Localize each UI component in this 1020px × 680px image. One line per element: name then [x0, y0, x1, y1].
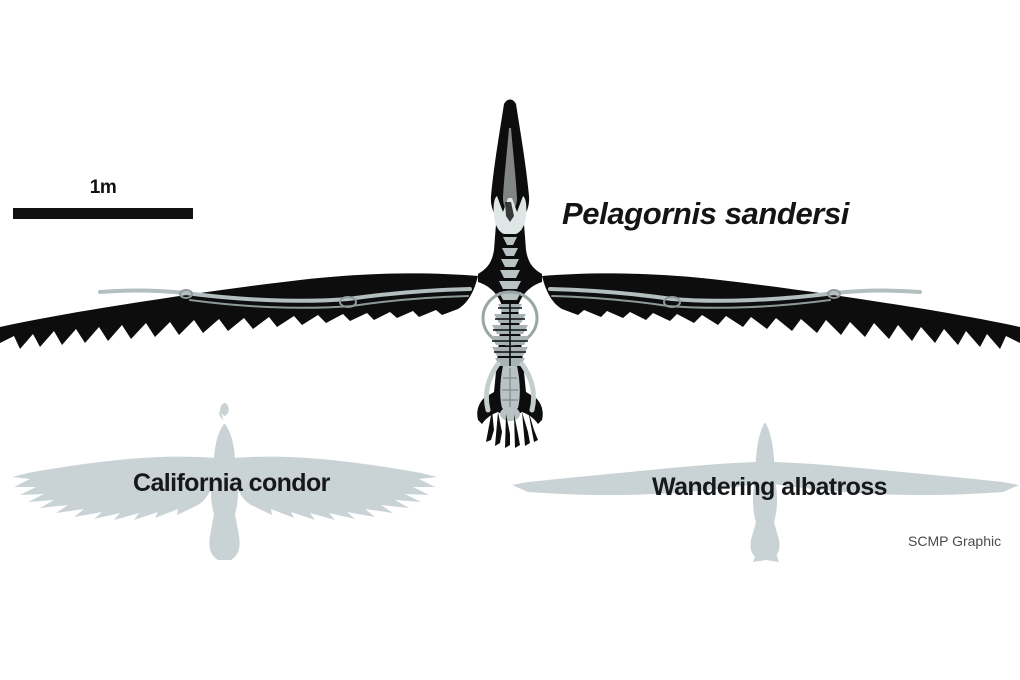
beak-highlight [503, 128, 517, 210]
sternum-lines [502, 368, 518, 412]
tail-feathers [486, 410, 538, 448]
right-wing-shape [542, 273, 1020, 349]
graphic-credit: SCMP Graphic [908, 533, 1002, 549]
scale-label: 1m [89, 177, 117, 198]
left-wing-bones-secondary [179, 289, 469, 309]
california-condor-label: California condor [133, 469, 330, 497]
scale-bar-group: 1m [12, 178, 194, 220]
ribcage-dividers [492, 302, 528, 368]
left-wing-bones [98, 287, 472, 303]
wandering-albatross-label: Wandering albatross [652, 473, 888, 501]
page-title: Pelagornis sandersi [562, 196, 850, 231]
scale-bar [12, 207, 194, 220]
leg-bones [483, 361, 537, 413]
right-wing-bones [548, 287, 922, 303]
left-wing-shape [0, 273, 478, 349]
skull-bones [493, 196, 527, 234]
right-wing-bones-secondary [551, 289, 841, 309]
pelvis-bone [500, 407, 520, 421]
cervical-vertebrae [499, 237, 521, 300]
